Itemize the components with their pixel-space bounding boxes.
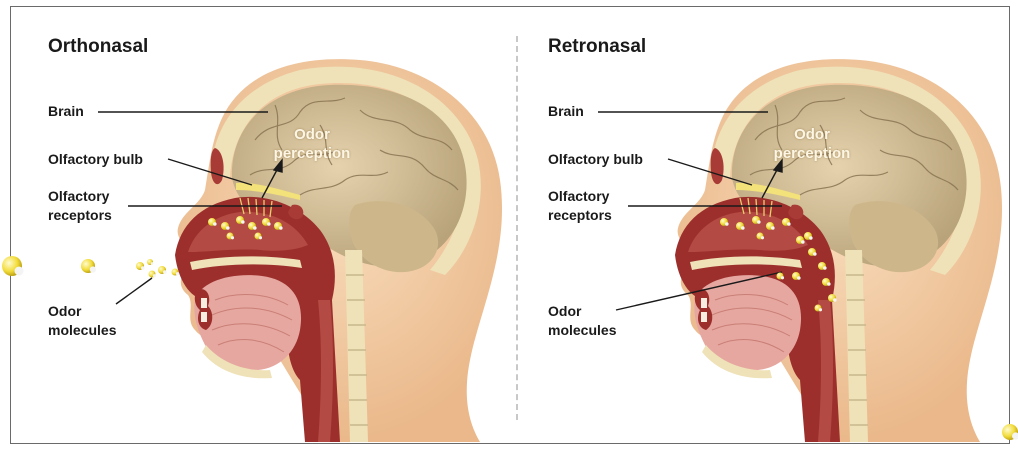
- orthonasal-olfactory-bulb-label: Olfactory bulb: [48, 150, 143, 169]
- orthonasal-odor-molecules-label-line1: Odor: [48, 302, 81, 321]
- retronasal-olfactory-bulb-label: Olfactory bulb: [548, 150, 643, 169]
- orthonasal-olfactory-receptors-label-line2: receptors: [48, 206, 112, 225]
- retronasal-odor-perception-line2: perception: [757, 145, 867, 163]
- odor-molecule-atom: [819, 308, 822, 311]
- odor-molecule-atom: [809, 236, 813, 240]
- odor-molecule-atom: [813, 252, 817, 256]
- odor-molecule-atom: [787, 222, 791, 226]
- odor-molecule-atom: [827, 282, 831, 286]
- retronasal-olfactory-receptors-label-line1: Olfactory: [548, 187, 609, 206]
- odor-molecule-atom: [241, 220, 245, 224]
- retronasal-title: Retronasal: [548, 36, 646, 58]
- odor-molecule-atom: [823, 266, 827, 270]
- odor-molecule-atom: [797, 276, 801, 280]
- odor-molecule-atom: [231, 236, 234, 239]
- odor-molecule-atom: [153, 274, 156, 277]
- retronasal-odor-perception-line1: Odor: [757, 126, 867, 144]
- odor-molecule-atom: [267, 222, 271, 226]
- orthonasal-odor-perception-line1: Odor: [257, 126, 367, 144]
- orthonasal-odor-perception-line2: perception: [257, 145, 367, 163]
- odor-molecule-atom: [741, 226, 745, 230]
- odor-molecule-atom: [833, 298, 837, 302]
- odor-molecule-atom: [151, 262, 154, 265]
- odor-molecule-atom: [801, 240, 805, 244]
- odor-molecule-atom: [141, 266, 145, 270]
- retronasal-odor-molecules-label-line2: molecules: [548, 321, 616, 340]
- odor-molecule-atom: [761, 236, 764, 239]
- orthonasal-brain-label: Brain: [48, 102, 84, 121]
- odor-molecule-atom: [163, 270, 167, 274]
- orthonasal-title: Orthonasal: [48, 36, 148, 58]
- odor-molecule-atom: [213, 222, 217, 226]
- retronasal-odor-molecules-label-line1: Odor: [548, 302, 581, 321]
- odor-molecule-atom: [15, 267, 24, 276]
- orthonasal-head-illustration: [175, 59, 502, 442]
- retronasal-brain-label: Brain: [548, 102, 584, 121]
- orthonasal-olfactory-receptors-label-line1: Olfactory: [48, 187, 109, 206]
- odor-molecule-atom: [781, 276, 784, 279]
- odor-molecule-atom: [259, 236, 262, 239]
- retronasal-head-illustration: [675, 59, 1002, 442]
- orthonasal-odor-molecules-label-line2: molecules: [48, 321, 116, 340]
- odor-molecule-atom: [279, 226, 283, 230]
- retronasal-olfactory-receptors-label-line2: receptors: [548, 206, 612, 225]
- odor-molecule-atom: [771, 226, 775, 230]
- odor-molecule-atom: [226, 226, 230, 230]
- odor-molecule-atom: [90, 266, 96, 272]
- odor-molecule-atom: [757, 220, 761, 224]
- odor-molecule-atom: [253, 226, 257, 230]
- odor-molecule-atom: [725, 222, 729, 226]
- odor-molecule-atom: [176, 272, 179, 275]
